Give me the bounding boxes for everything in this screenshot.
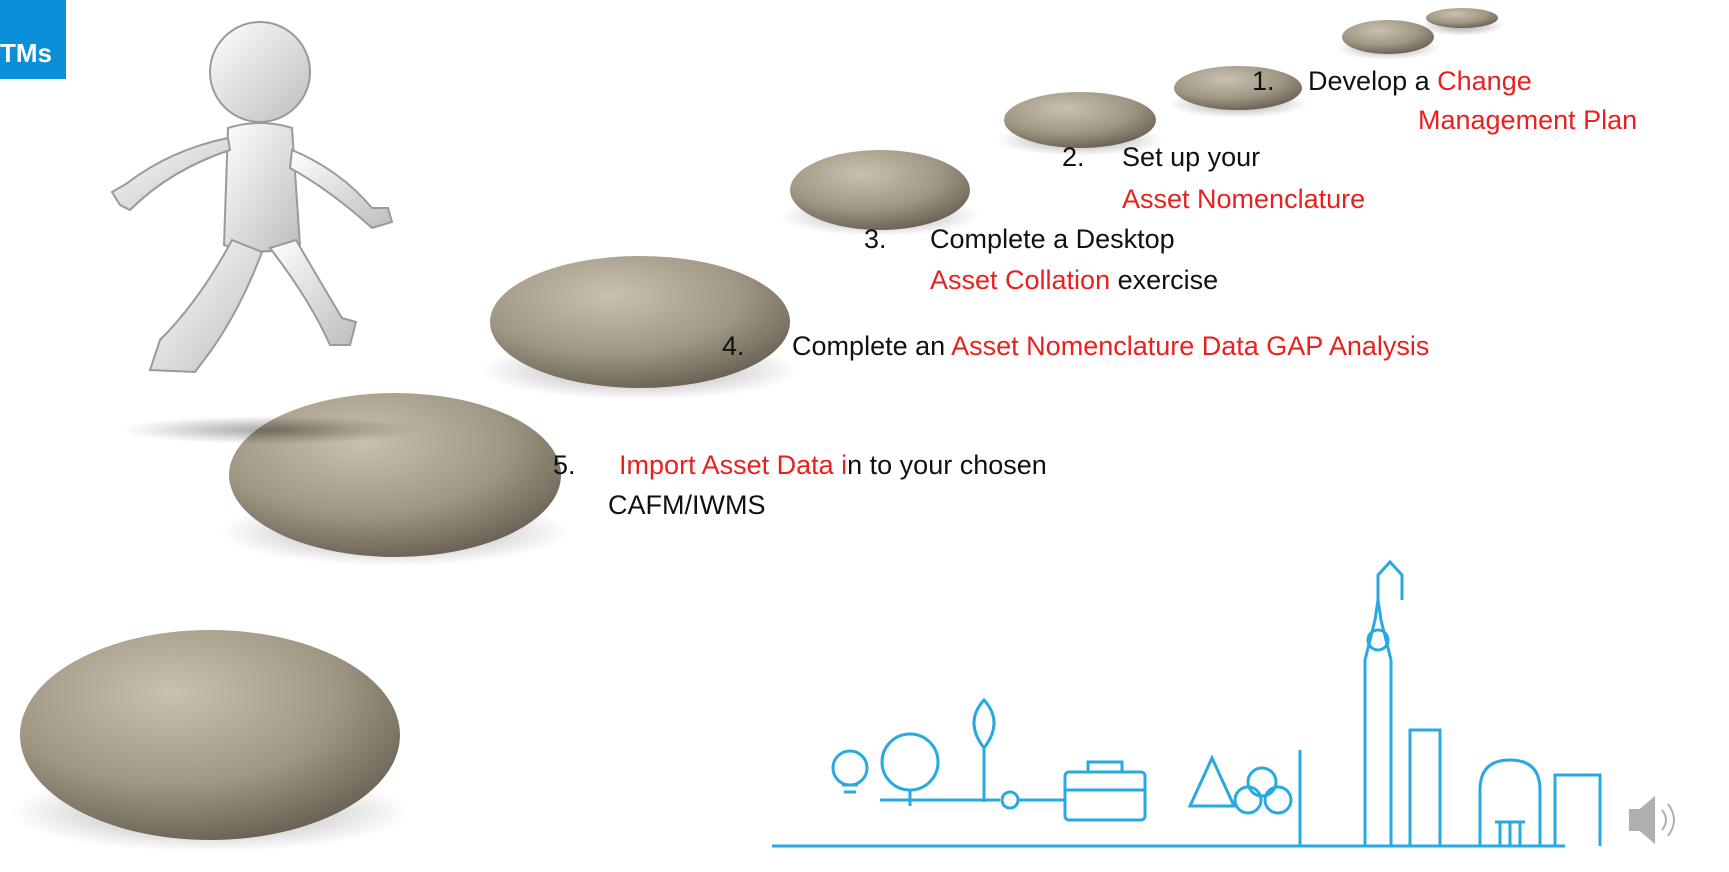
step-number: 4. [722, 331, 745, 361]
step-number: 1. [1252, 66, 1275, 96]
step-5-line2: CAFM/IWMS [608, 490, 766, 520]
step-highlight: Change [1437, 66, 1532, 96]
speaker-icon [1629, 795, 1675, 845]
stone-6 [480, 256, 800, 400]
brand-logo: TMs [0, 0, 66, 79]
step-2-highlight: Asset Nomenclature [1122, 184, 1366, 214]
step-text: Set up your [1122, 142, 1261, 172]
stone-8 [10, 630, 410, 852]
stone-3 [1168, 66, 1308, 118]
step-text: Complete a Desktop [930, 224, 1175, 254]
stone-5 [780, 150, 980, 236]
step-text: Develop a [1308, 66, 1438, 96]
step-highlight: Import Asset Data i [619, 450, 848, 480]
step-3-line2: Asset Collation exercise [930, 261, 1218, 299]
stone-7 [220, 393, 570, 566]
step-text: Complete an [792, 331, 952, 361]
stone-2 [1336, 20, 1440, 60]
step-3: 3. Complete a Desktop [864, 220, 1175, 258]
stone-1 [1420, 8, 1504, 36]
city-skyline-illustration [772, 559, 1602, 848]
step-2: 2. Set up your [1062, 138, 1260, 176]
step-number: 5. [553, 450, 576, 480]
step-5: 5. Import Asset Data in to your chosen [553, 446, 1047, 484]
step-number: 3. [864, 224, 887, 254]
running-figure [110, 21, 420, 444]
step-number: 2. [1062, 142, 1085, 172]
step-1: 1. Develop a Change [1252, 62, 1532, 100]
step-4: 4. Complete an Asset Nomenclature Data G… [722, 327, 1429, 365]
logo-text: TMs [0, 38, 52, 68]
stone-4 [996, 92, 1164, 156]
step-highlight: Asset Collation [930, 265, 1111, 295]
step-highlight: Asset Nomenclature Data GAP Analysis [951, 331, 1430, 361]
step-text-post: n to your chosen [847, 450, 1047, 480]
step-text-post: exercise [1110, 265, 1219, 295]
step-1-line2: Management Plan [1418, 105, 1638, 135]
